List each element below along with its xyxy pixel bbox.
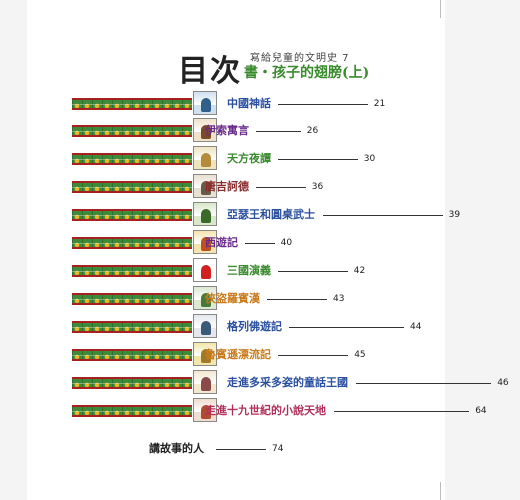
chapter-illustration-thumbnail — [193, 398, 217, 422]
series-title: 寫給兒童的文明史 7 — [250, 53, 350, 64]
thumbnail-figure — [201, 405, 211, 419]
toc-entry-page-number: 26 — [306, 126, 319, 136]
thumbnail-figure — [201, 209, 211, 223]
decorative-border-strip — [72, 209, 192, 221]
toc-entry[interactable]: 伊索寓言 26 — [0, 118, 520, 142]
toc-entry-title: 三國演義 — [227, 264, 271, 277]
thumbnail-figure — [201, 153, 211, 167]
thumbnail-figure — [201, 377, 211, 391]
toc-closing-page: 74 — [272, 444, 284, 454]
chapter-illustration-thumbnail — [193, 146, 217, 170]
decorative-border-strip — [72, 98, 192, 110]
toc-entry-title: 西遊記 — [205, 236, 238, 249]
thumbnail-figure — [201, 237, 211, 251]
chapter-illustration-thumbnail — [193, 91, 217, 115]
chapter-illustration-thumbnail — [193, 314, 217, 338]
toc-entry-page-number: 44 — [410, 322, 422, 332]
toc-entry-page-number: 39 — [448, 210, 461, 220]
leader-line — [255, 131, 301, 132]
toc-entry-page-number: 21 — [373, 99, 386, 109]
toc-entry[interactable]: 三國演義 42 — [0, 258, 520, 282]
toc-entry[interactable]: 天方夜譚 30 — [0, 146, 520, 170]
toc-entry-title: 天方夜譚 — [227, 152, 271, 165]
leader-line — [356, 383, 492, 384]
toc-entry-page-number: 46 — [497, 378, 509, 388]
toc-entry-page-number: 30 — [363, 154, 376, 164]
toc-entry[interactable]: 格列佛遊記 44 — [0, 314, 520, 338]
crop-mark-top — [440, 0, 441, 18]
leader-line — [255, 187, 306, 188]
leader-line — [277, 271, 348, 272]
toc-entry-page-number: 43 — [333, 294, 345, 304]
leader-line — [216, 449, 266, 450]
toc-entry-page-number: 42 — [353, 266, 366, 276]
toc-entry-title: 俠盜羅賓漢 — [205, 292, 260, 305]
toc-entry-page-number: 40 — [280, 238, 293, 248]
thumbnail-figure — [201, 265, 211, 279]
chapter-illustration-thumbnail — [193, 174, 217, 198]
toc-entry[interactable]: 唐吉訶德 36 — [0, 174, 520, 198]
thumbnail-figure — [201, 125, 211, 139]
decorative-border-strip — [72, 125, 192, 137]
leader-line — [244, 243, 275, 244]
leader-line — [322, 215, 443, 216]
decorative-border-strip — [72, 153, 192, 165]
chapter-illustration-thumbnail — [193, 342, 217, 366]
chapter-illustration-thumbnail — [193, 118, 217, 142]
leader-line — [289, 327, 404, 328]
toc-entry-page-number: 64 — [475, 406, 487, 416]
leader-line — [334, 411, 470, 412]
toc-entry[interactable]: 中國神話 21 — [0, 91, 520, 115]
toc-entry[interactable]: 西遊記 40 — [0, 230, 520, 254]
decorative-border-strip — [72, 405, 192, 417]
toc-entry-title: 唐吉訶德 — [205, 180, 249, 193]
crop-mark-bottom — [440, 482, 441, 500]
toc-entry-title: 中國神話 — [227, 97, 271, 110]
toc-entry[interactable]: 魯賓遜漂流記 45 — [0, 342, 520, 366]
toc-closing-row[interactable]: 講故事的人 74 — [0, 440, 520, 458]
leader-line — [278, 355, 349, 356]
toc-entry-title: 魯賓遜漂流記 — [205, 348, 271, 361]
decorative-border-strip — [72, 349, 192, 361]
toc-entry[interactable]: 亞瑟王和圓桌武士 39 — [0, 202, 520, 226]
thumbnail-figure — [201, 321, 211, 335]
chapter-illustration-thumbnail — [193, 230, 217, 254]
toc-entry-page-number: 36 — [311, 182, 324, 192]
thumbnail-figure — [201, 349, 211, 363]
toc-heading: 目次 — [178, 54, 242, 89]
toc-entry-title: 走進十九世紀的小說天地 — [205, 404, 326, 417]
chapter-illustration-thumbnail — [193, 286, 217, 310]
toc-entry[interactable]: 走進多采多姿的童話王國 46 — [0, 370, 520, 394]
thumbnail-figure — [201, 98, 211, 112]
decorative-border-strip — [72, 293, 192, 305]
toc-entry[interactable]: 走進十九世紀的小說天地 64 — [0, 398, 520, 422]
toc-entry-title: 伊索寓言 — [205, 124, 249, 137]
decorative-border-strip — [72, 321, 192, 333]
leader-line — [267, 299, 327, 300]
toc-entry[interactable]: 俠盜羅賓漢 43 — [0, 286, 520, 310]
decorative-border-strip — [72, 181, 192, 193]
decorative-border-strip — [72, 265, 192, 277]
toc-entry-page-number: 45 — [354, 350, 366, 360]
chapter-illustration-thumbnail — [193, 258, 217, 282]
chapter-illustration-thumbnail — [193, 370, 217, 394]
thumbnail-figure — [201, 181, 211, 195]
decorative-border-strip — [72, 377, 192, 389]
chapter-illustration-thumbnail — [193, 202, 217, 226]
toc-closing-title: 講故事的人 — [149, 442, 204, 455]
book-title: 書・孩子的翅膀(上) — [244, 65, 370, 81]
leader-line — [277, 159, 358, 160]
thumbnail-figure — [201, 293, 211, 307]
toc-entry-title: 格列佛遊記 — [227, 320, 282, 333]
decorative-border-strip — [72, 237, 192, 249]
toc-entry-title: 走進多采多姿的童話王國 — [227, 376, 348, 389]
leader-line — [277, 104, 368, 105]
toc-entry-title: 亞瑟王和圓桌武士 — [227, 208, 315, 221]
